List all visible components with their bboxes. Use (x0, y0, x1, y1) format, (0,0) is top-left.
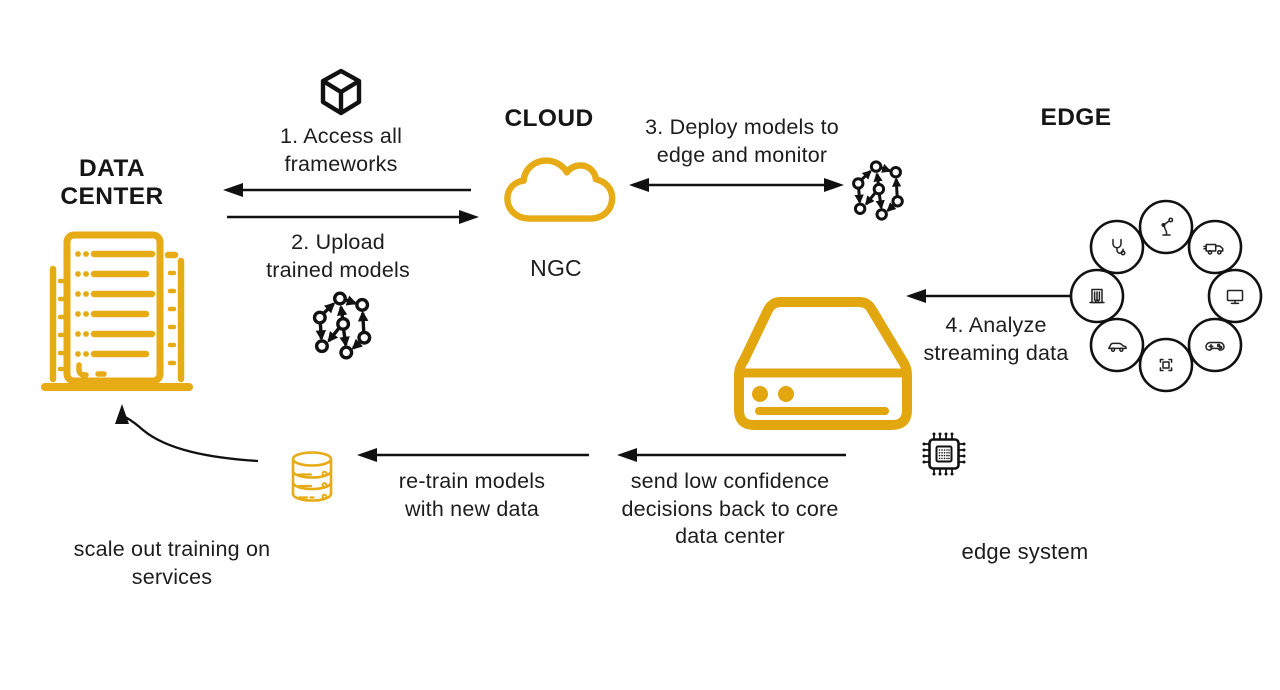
arrow-analyze-streaming (906, 289, 1070, 303)
retrain-label: re-train models with new data (398, 469, 546, 521)
scale-out-label: scale out training on services (73, 537, 271, 589)
arrow-access-frameworks (223, 183, 471, 197)
model-graph-icon (852, 160, 904, 221)
arrow-scale-out-curved (115, 404, 259, 463)
cloud-heading: CLOUD (504, 105, 594, 132)
gamepad-icon (1205, 341, 1225, 351)
car-icon (1108, 342, 1127, 353)
cube-package-icon (320, 68, 362, 116)
arrow-retrain-models (357, 448, 589, 462)
ngc-label: NGC (530, 255, 582, 281)
robot-arm-icon (1161, 217, 1174, 236)
step-4-label: 4. Analyze streaming data (923, 313, 1069, 365)
edge-system-label: edge system (961, 539, 1089, 564)
database-cylinder-icon (291, 451, 333, 502)
monitor-icon (1226, 289, 1244, 305)
arrow-send-low-confidence (617, 448, 846, 462)
arrow-deploy-monitor (629, 178, 844, 192)
gpu-chip-icon (922, 432, 966, 476)
send-low-confidence-label: send low confidence decisions back to co… (621, 469, 839, 549)
arrow-upload-models (227, 210, 479, 224)
model-graph-icon (312, 291, 372, 360)
cloud-icon (504, 157, 616, 222)
step-2-label: 2. Upload trained models (266, 230, 410, 282)
marker-frame-icon (1159, 358, 1173, 372)
factory-building-icon (1089, 288, 1105, 304)
edge-use-cases-ring (1069, 199, 1263, 393)
delivery-truck-icon (1203, 243, 1224, 255)
edge-heading: EDGE (1040, 104, 1112, 131)
server-rack-building-icon (41, 231, 193, 391)
step-3-label: 3. Deploy models to edge and monitor (645, 115, 839, 167)
edge-appliance-icon (734, 297, 912, 430)
data-center-heading: DATA CENTER (60, 155, 164, 211)
step-1-label: 1. Access all frameworks (279, 124, 403, 176)
stethoscope-icon (1112, 238, 1126, 256)
